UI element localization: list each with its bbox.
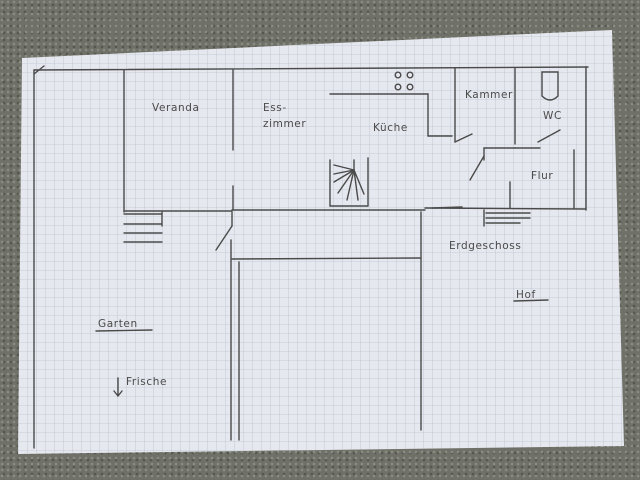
entrance-steps <box>483 209 531 227</box>
outdoor-label-frische: Frische <box>126 376 167 388</box>
wc-toilet <box>541 71 559 101</box>
door-swing-left <box>215 225 233 251</box>
outdoor-label-hof: Hof <box>516 289 536 301</box>
room-label-kammer: Kammer <box>465 89 513 101</box>
room-label-kueche: Küche <box>373 122 408 134</box>
stove-burners <box>394 71 414 91</box>
room-label-esszimmer-1: Ess- <box>263 102 287 114</box>
annex-wall-top <box>231 257 422 260</box>
room-label-veranda: Veranda <box>152 102 200 114</box>
floor-title: Erdgeschoss <box>449 240 521 252</box>
corner-mark <box>33 65 45 75</box>
flur-door-swing <box>469 155 485 181</box>
room-label-esszimmer-2: zimmer <box>263 118 306 130</box>
entrance-door-mark <box>431 206 463 209</box>
outdoor-label-garten: Garten <box>98 318 138 330</box>
property-line-top <box>33 66 589 71</box>
hof-underline <box>513 299 549 302</box>
pencil-walls <box>33 65 589 449</box>
graph-paper-grid <box>18 30 624 454</box>
staircase <box>329 157 369 207</box>
arrow-down-icon <box>113 377 123 398</box>
veranda-steps <box>123 211 163 243</box>
garten-underline <box>95 329 153 332</box>
wc-door-swing <box>537 129 561 143</box>
kammer-door-swing <box>454 133 473 143</box>
house-wall-bottom-right <box>424 207 587 210</box>
room-label-flur: Flur <box>531 170 553 182</box>
room-label-wc: WC <box>543 110 562 122</box>
